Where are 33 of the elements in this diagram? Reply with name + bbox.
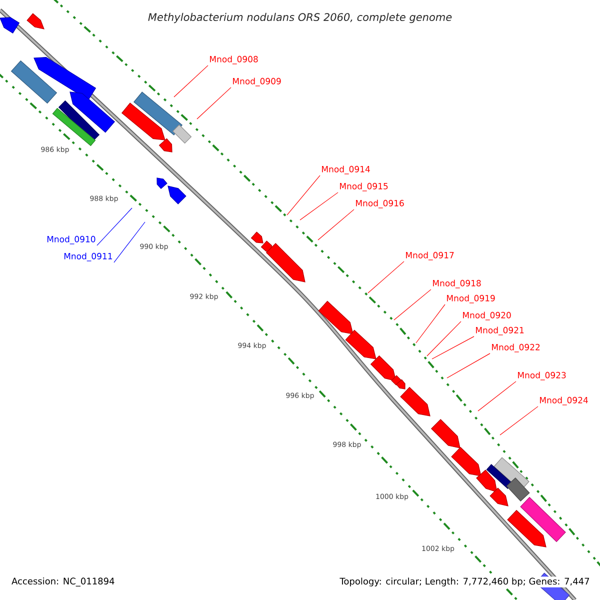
gene-label: Mnod_0911 [64, 252, 112, 262]
leader-line [96, 208, 132, 246]
leader-line [426, 321, 462, 356]
gene-label: Mnod_0924 [540, 396, 588, 406]
gene-label: Mnod_0917 [406, 252, 454, 260]
gene-label: Mnod_0918 [433, 280, 481, 288]
leader-line [500, 406, 538, 436]
accession-text: Accession: NC_011894 [12, 578, 114, 586]
title: Methylobacterium nodulans ORS 2060, complete genome [148, 12, 452, 24]
gene-label: Mnod_0922 [492, 344, 540, 352]
leader-line [394, 289, 432, 320]
leader-line [446, 353, 490, 378]
gene-label: Mnod_0921 [476, 326, 524, 336]
gene-label: Mnod_0914 [322, 166, 370, 174]
leader-line [416, 304, 446, 344]
gene-label: Mnod_0910 [47, 236, 96, 244]
genome-info-text: Topology: circular; Length: 7,772,460 bp; Genes: 7,447 [338, 576, 591, 588]
leader-line [114, 222, 146, 263]
leader-line [196, 87, 232, 120]
gene-label: Mnod_0923 [518, 372, 566, 380]
leader-line [318, 209, 354, 240]
gene-label: Mnod_0908 [210, 56, 258, 64]
gene-label: Mnod_0920 [463, 312, 511, 320]
leader-line [286, 175, 320, 216]
leader-line [368, 261, 404, 294]
leader-line [300, 192, 338, 220]
leader-line [478, 381, 516, 412]
leader-line [432, 336, 474, 360]
gene-label: Mnod_0909 [233, 78, 281, 86]
leader-line [174, 65, 208, 98]
gene-label: Mnod_0919 [447, 294, 495, 304]
gene-label: Mnod_0916 [356, 200, 404, 208]
gene-label: Mnod_0915 [340, 182, 388, 192]
